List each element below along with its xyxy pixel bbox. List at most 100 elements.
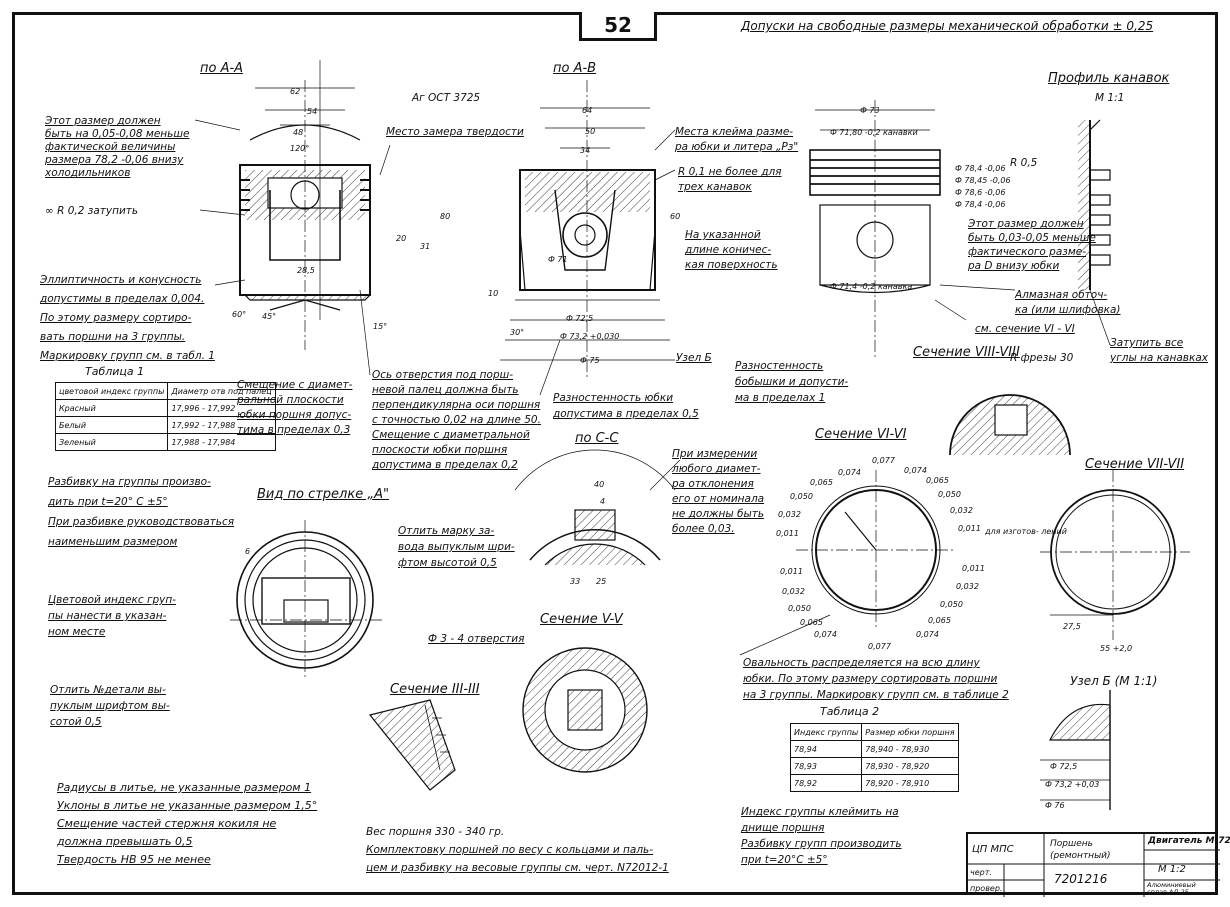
- groove-dim-784a: Ф 78,4 -0,06: [955, 164, 1006, 173]
- ring-value: 0,011: [776, 529, 799, 538]
- view-title-profile: Профиль канавок: [1048, 71, 1170, 86]
- view-title-arrow-a: Вид по стрелке „A": [257, 487, 389, 502]
- note-size-top-left: Этот размер должен быть на 0,05-0,08 мен…: [45, 115, 190, 179]
- note-r02: ∞ R 0,2 затупить: [45, 205, 139, 217]
- ring-value: 0,032: [956, 582, 979, 591]
- tb-product: Двигатель М-72: [1148, 836, 1230, 846]
- view-title-aa: по A-A: [200, 61, 244, 76]
- ring-value: 0,065: [800, 618, 823, 627]
- note-r01: R 0,1 не более для трех канавок: [678, 166, 782, 193]
- dim-75: Ф 75: [580, 356, 600, 365]
- label-ag: Аг ОСТ 3725: [412, 92, 481, 104]
- dim-10: 10: [488, 289, 499, 298]
- table2-title: Таблица 2: [820, 705, 880, 718]
- tb-drawn: черт.: [970, 868, 992, 877]
- groove-profile-drawing: [1078, 119, 1111, 290]
- dim-60deg: 60°: [232, 310, 247, 319]
- ring-value: 0,074: [904, 466, 927, 475]
- note-color-index: Цветовой индекс груп- пы нанести в указа…: [48, 594, 177, 638]
- section-iii-drawing: [368, 699, 456, 791]
- ring-value: 0,011: [962, 564, 985, 573]
- view-title-ab: по A-B: [553, 61, 597, 76]
- view-arrow-a-drawing: [230, 520, 385, 680]
- ring-value: 0,050: [940, 600, 963, 609]
- note-weight: Вес поршня 330 - 340 гр. Комплектовку по…: [366, 826, 669, 874]
- dim-30deg: 30°: [510, 328, 525, 337]
- note-pin-axis: Ось отверстия под порш- невой палец долж…: [372, 369, 541, 471]
- view-title-node-b: Узел Б (M 1:1): [1070, 674, 1158, 688]
- dim-40: 40: [594, 480, 605, 489]
- dim-15deg: 15°: [373, 322, 388, 331]
- tb-checked: провер.: [970, 884, 1003, 893]
- label-node-b: Узел Б: [676, 352, 712, 364]
- profile-scale: M 1:1: [1095, 92, 1125, 104]
- dim-6: 6: [245, 547, 251, 556]
- dim-48: 48: [293, 128, 304, 137]
- ring-value: 0,032: [950, 506, 973, 515]
- tb-scale: М 1:2: [1158, 864, 1186, 875]
- dim-732: Ф 73,2 +0,030: [560, 332, 620, 341]
- ring-value: 0,077: [872, 456, 895, 465]
- dim-25: 25: [596, 577, 607, 586]
- dim-20: 20: [396, 234, 407, 243]
- note-holes: Ф 3 - 4 отверстия: [428, 633, 525, 645]
- groove-dim-7845: Ф 78,45 -0,06: [955, 176, 1011, 185]
- dim-60: 60: [670, 212, 681, 221]
- view-title-sec-iii: Сечение III-III: [390, 682, 480, 697]
- dim-80: 80: [440, 212, 451, 221]
- dim-725: Ф 72,5: [566, 314, 594, 323]
- section-v-drawing: [522, 647, 648, 773]
- section-vii-drawing: [1040, 470, 1190, 640]
- dim-120: 120°: [290, 144, 310, 153]
- view-title-cc: по C-C: [575, 431, 619, 446]
- section-cc-drawing: [514, 449, 676, 566]
- view-title-sec-v: Сечение V-V: [540, 612, 623, 627]
- title-block: ЦП МПС Поршень (ремонтный) Двигатель М-7…: [966, 832, 1230, 897]
- label-hardness: Место замера твердости: [386, 126, 524, 138]
- view-title-sec-vi: Сечение VI-VI: [815, 427, 907, 442]
- tb-material: Алюминиевый сплав АЛ-25: [1147, 881, 1196, 896]
- view-title-sec-vii: Сечение VII-VII: [1085, 457, 1185, 472]
- note-factory-mark: Отлить марку за- вода выпуклым шри- фтом…: [398, 525, 515, 569]
- side-view-drawing: [809, 100, 941, 360]
- dim-275: 27,5: [1063, 622, 1081, 631]
- note-sec-ref: см. сечение VI - VI: [975, 323, 1075, 335]
- note-measurement: При измерении любого диамет- ра отклонен…: [672, 448, 765, 535]
- dim-62: 62: [290, 87, 301, 96]
- note-ovality: Овальность распределяется на всю длину ю…: [743, 657, 1009, 701]
- label-r05: R 0,5: [1010, 157, 1038, 169]
- header-tolerance: Допуски на свободные размеры механическо…: [741, 19, 1154, 33]
- note-dull-edges: Затупить все углы на канавках: [1110, 337, 1208, 364]
- dim-73: Ф 73: [860, 106, 880, 115]
- note-bottom-left: Радиусы в литье, не указанные размером 1…: [57, 781, 318, 866]
- ring-value: 0,074: [916, 630, 939, 639]
- ring-value: 0,065: [928, 616, 951, 625]
- dim-64: 64: [582, 106, 593, 115]
- node-b-drawing: [1040, 690, 1111, 810]
- dim-285: 28,5: [297, 266, 315, 275]
- dim-34: 34: [580, 146, 591, 155]
- sheet-number: 52: [579, 12, 657, 41]
- table1-title: Таблица 1: [85, 365, 145, 378]
- dim-33: 33: [570, 577, 581, 586]
- dim-71: Ф 71: [548, 255, 568, 264]
- ring-value: 0,050: [790, 492, 813, 501]
- label-for-production: для изготов- лений: [985, 527, 1067, 536]
- note-stamp-place: Места клейма разме- ра юбки и литера „Рз…: [675, 126, 799, 153]
- dim-4: 4: [600, 497, 606, 506]
- label-mill-radius: R фрезы 30: [1010, 352, 1074, 364]
- groove-dim-784b: Ф 78,4 -0,06: [955, 200, 1006, 209]
- tb-part: Поршень (ремонтный): [1050, 839, 1111, 861]
- node-dim-732: Ф 73,2 +0,03: [1045, 780, 1100, 789]
- ring-value: 0,011: [780, 567, 803, 576]
- ring-value: 0,050: [938, 490, 961, 499]
- dim-45deg: 45°: [262, 312, 277, 321]
- section-vi-drawing: [796, 470, 956, 630]
- dim-55: 55 +2,0: [1100, 644, 1133, 653]
